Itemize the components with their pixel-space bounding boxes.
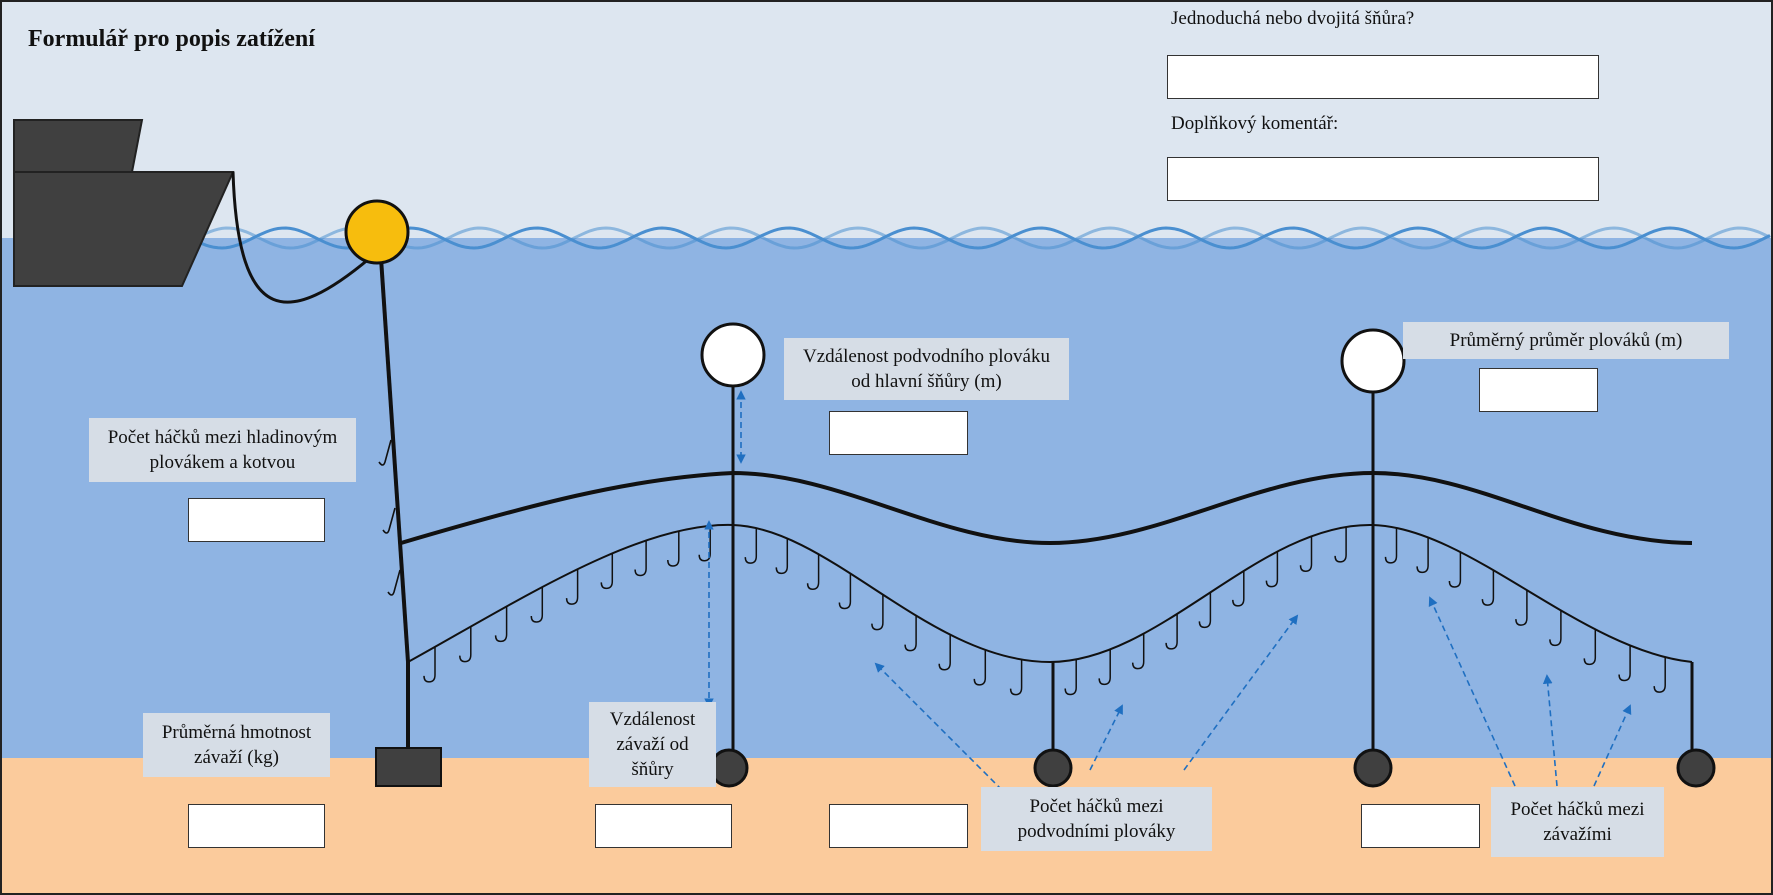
anchor-icon	[375, 747, 442, 787]
hook-icon	[1481, 570, 1495, 606]
hook-icon	[1618, 645, 1631, 682]
wave-line-back	[189, 226, 1771, 250]
hook-icon	[1098, 649, 1111, 686]
hook-icon	[565, 569, 579, 605]
form-title: Formulář pro popis zatížení	[28, 26, 315, 52]
hook-icon	[1334, 526, 1347, 563]
label-avg-float-diameter: Průměrný průměr plováků (m)	[1403, 322, 1729, 359]
input-hooks-between-floats[interactable]	[829, 804, 968, 848]
label-hooks-between-weights: Počet háčků mezi závažími	[1491, 787, 1664, 857]
hook-icon	[1064, 659, 1077, 696]
boat-icon	[13, 119, 235, 287]
hook-icon	[1448, 552, 1462, 588]
label-avg-weight-mass: Průměrná hmotnost závaží (kg)	[143, 713, 330, 777]
comment-label: Doplňkový komentář:	[1171, 113, 1339, 134]
hook-icon	[1165, 613, 1178, 650]
hook-icon	[1232, 570, 1245, 607]
subsurface-float-2-icon	[1340, 328, 1406, 394]
weight-2-icon	[1033, 748, 1073, 788]
hook-icon	[1009, 659, 1023, 696]
label-hooks-between-floats: Počet háčků mezi podvodními plováky	[981, 787, 1212, 851]
hook-icon	[1515, 590, 1528, 626]
hook-icon	[904, 615, 917, 652]
boat-line	[231, 171, 371, 304]
line-type-input[interactable]	[1167, 55, 1599, 99]
comment-input[interactable]	[1167, 157, 1599, 201]
weight-1-icon	[709, 748, 749, 788]
hook-icon	[494, 606, 508, 643]
label-subsurface-float-distance: Vzdálenost podvodního plováku od hlavní …	[784, 338, 1069, 400]
hook-icon	[1416, 537, 1429, 574]
wave-line	[189, 226, 1771, 250]
branch-line-hooks	[423, 525, 1666, 696]
input-hooks-surface-float-anchor[interactable]	[188, 498, 325, 542]
input-subsurface-float-distance[interactable]	[829, 411, 968, 455]
arrow-hooks-weights-1	[1428, 596, 1516, 787]
hook-icon	[1549, 610, 1562, 647]
hook-icon	[459, 626, 472, 663]
input-avg-weight-mass[interactable]	[188, 804, 325, 848]
hook-icon	[1265, 551, 1279, 588]
hook-icon	[1198, 592, 1212, 629]
weight-4-icon	[1676, 748, 1716, 788]
hook-icon	[634, 540, 647, 577]
anchor-line-hooks	[378, 439, 401, 596]
line-type-question: Jednoduchá nebo dvojitá šňůra?	[1171, 8, 1415, 29]
hook-icon	[1653, 657, 1666, 693]
hook-icon	[973, 649, 987, 686]
branch-line	[407, 523, 1693, 664]
hook-icon	[1131, 633, 1145, 670]
weight-3-icon	[1353, 748, 1393, 788]
hook-icon	[423, 646, 436, 683]
hook-icon	[838, 573, 852, 610]
hook-icon	[744, 528, 758, 564]
anchor-line	[379, 257, 410, 663]
main-line	[400, 470, 1693, 546]
input-avg-float-diameter[interactable]	[1479, 368, 1598, 412]
subsurface-float-1-icon	[700, 322, 766, 388]
hook-icon	[530, 587, 544, 623]
arrow-hooks-floats-2	[1089, 704, 1123, 771]
label-weight-distance: Vzdálenost závaží od šňůry	[589, 702, 716, 787]
arrow-hooks-weights-2	[1542, 674, 1558, 787]
hook-icon	[871, 594, 884, 631]
hook-icon	[600, 553, 614, 590]
hook-icon	[667, 531, 680, 567]
hook-icon	[1583, 629, 1597, 666]
arrow-hooks-floats-3	[1183, 614, 1299, 771]
label-hooks-surface-float-anchor: Počet háčků mezi hladinovým plovákem a k…	[89, 418, 356, 482]
hook-icon	[1299, 536, 1313, 572]
hook-icon	[775, 538, 789, 575]
arrow-hooks-weights-3	[1593, 704, 1632, 787]
input-weight-distance[interactable]	[595, 804, 732, 848]
hook-icon	[1384, 527, 1398, 564]
hook-icon	[938, 634, 951, 671]
input-hooks-between-weights[interactable]	[1361, 804, 1480, 848]
surface-float-icon	[344, 199, 410, 265]
hook-icon	[806, 554, 820, 590]
